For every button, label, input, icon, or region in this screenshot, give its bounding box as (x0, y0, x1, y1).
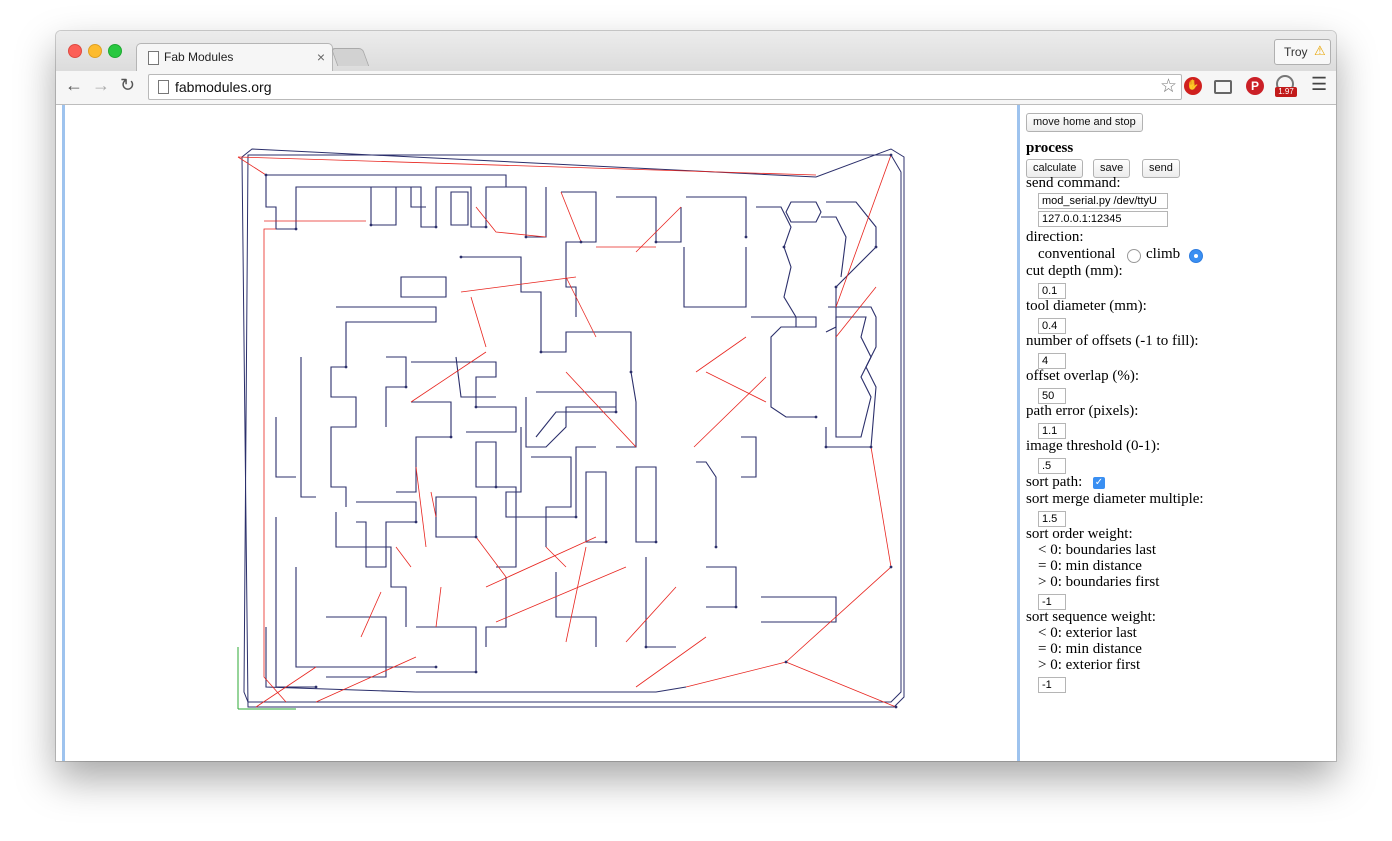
sequence-weight-label: sort sequence weight: (1026, 609, 1156, 625)
hamburger-menu-icon[interactable]: ☰ (1311, 74, 1328, 94)
conventional-radio[interactable] (1127, 249, 1141, 263)
conventional-label: conventional (1038, 246, 1116, 262)
sequence-weight-input[interactable]: -1 (1038, 677, 1066, 693)
settings-panel: move home and stop process calculate sav… (1026, 105, 1316, 761)
send-button[interactable]: send (1142, 159, 1180, 178)
speed-badge: 1.97 (1275, 87, 1297, 97)
order-option-1: < 0: boundaries last (1038, 542, 1157, 558)
path-error-input[interactable]: 1.1 (1038, 423, 1066, 439)
tool-diameter-input[interactable]: 0.4 (1038, 318, 1066, 334)
offsets-label: number of offsets (-1 to fill): (1026, 333, 1199, 349)
page-icon (148, 51, 159, 65)
order-option-2: = 0: min distance (1038, 558, 1142, 574)
browser-toolbar: ← → ↻ fabmodules.org ☆ ✋ P 1.97 ☰ (56, 71, 1336, 105)
rapid-move-paths (237, 154, 897, 708)
send-command-input[interactable]: mod_serial.py /dev/ttyU (1038, 193, 1168, 209)
overlap-input[interactable]: 50 (1038, 388, 1066, 404)
climb-label: climb (1146, 246, 1181, 262)
move-home-button[interactable]: move home and stop (1026, 113, 1143, 132)
server-address-input[interactable]: 127.0.0.1:12345 (1038, 211, 1168, 227)
calculate-button[interactable]: calculate (1026, 159, 1084, 178)
threshold-input[interactable]: .5 (1038, 458, 1066, 474)
forward-arrow-icon[interactable]: → (92, 75, 110, 95)
process-heading: process (1026, 140, 1074, 156)
sequence-option-1: < 0: exterior last (1038, 625, 1137, 641)
threshold-label: image threshold (0-1): (1026, 438, 1161, 454)
left-divider (62, 105, 65, 761)
tab-fab-modules[interactable]: Fab Modules × (136, 43, 333, 72)
offsets-input[interactable]: 4 (1038, 353, 1066, 369)
speed-extension-icon[interactable]: 1.97 (1275, 75, 1297, 97)
climb-radio[interactable] (1189, 249, 1203, 263)
minimize-window-button[interactable] (88, 44, 102, 58)
merge-label: sort merge diameter multiple: (1026, 491, 1204, 507)
direction-label: direction: (1026, 229, 1084, 245)
tab-title: Fab Modules (164, 50, 234, 64)
address-bar[interactable]: fabmodules.org ☆ (148, 74, 1182, 100)
toolpath-canvas[interactable] (236, 147, 946, 727)
back-arrow-icon[interactable]: ← (65, 75, 83, 95)
title-bar: Fab Modules × Troy ⚠ (56, 31, 1336, 72)
tool-diameter-label: tool diameter (mm): (1026, 298, 1147, 314)
cast-icon[interactable] (1214, 80, 1232, 94)
outline-paths (241, 148, 905, 708)
reload-icon[interactable]: ↻ (120, 75, 136, 95)
profile-button[interactable]: Troy ⚠ (1274, 39, 1331, 65)
save-button[interactable]: save (1093, 159, 1131, 178)
profile-name: Troy (1284, 45, 1308, 59)
browser-window: Fab Modules × Troy ⚠ ← → ↻ fabmodules.or… (56, 31, 1336, 761)
close-window-button[interactable] (68, 44, 82, 58)
cut-depth-input[interactable]: 0.1 (1038, 283, 1066, 299)
trace-paths (265, 174, 877, 693)
star-icon[interactable]: ☆ (1159, 76, 1177, 97)
stop-extension-icon[interactable]: ✋ (1184, 77, 1202, 95)
sequence-option-3: > 0: exterior first (1038, 657, 1141, 673)
zoom-window-button[interactable] (108, 44, 122, 58)
cut-depth-label: cut depth (mm): (1026, 263, 1123, 279)
path-error-label: path error (pixels): (1026, 403, 1139, 419)
order-weight-label: sort order weight: (1026, 526, 1133, 542)
order-weight-input[interactable]: -1 (1038, 594, 1066, 610)
sort-path-checkbox[interactable]: ✓ (1093, 477, 1105, 489)
merge-input[interactable]: 1.5 (1038, 511, 1066, 527)
sequence-option-2: = 0: min distance (1038, 641, 1142, 657)
page-content: move home and stop process calculate sav… (56, 105, 1336, 761)
overlap-label: offset overlap (%): (1026, 368, 1140, 384)
url-text: fabmodules.org (175, 79, 272, 95)
page-icon (158, 80, 169, 94)
tab-close-icon[interactable]: × (316, 49, 325, 65)
sort-path-label: sort path: (1026, 474, 1083, 490)
new-tab-button[interactable] (330, 48, 370, 66)
origin-marker (237, 647, 296, 710)
warning-icon: ⚠ (1314, 43, 1326, 58)
pinterest-icon[interactable]: P (1246, 77, 1264, 95)
order-option-3: > 0: boundaries first (1038, 574, 1160, 590)
panel-divider[interactable] (1017, 105, 1020, 761)
vertex-points (264, 153, 898, 709)
send-command-label: send command: (1026, 175, 1121, 191)
